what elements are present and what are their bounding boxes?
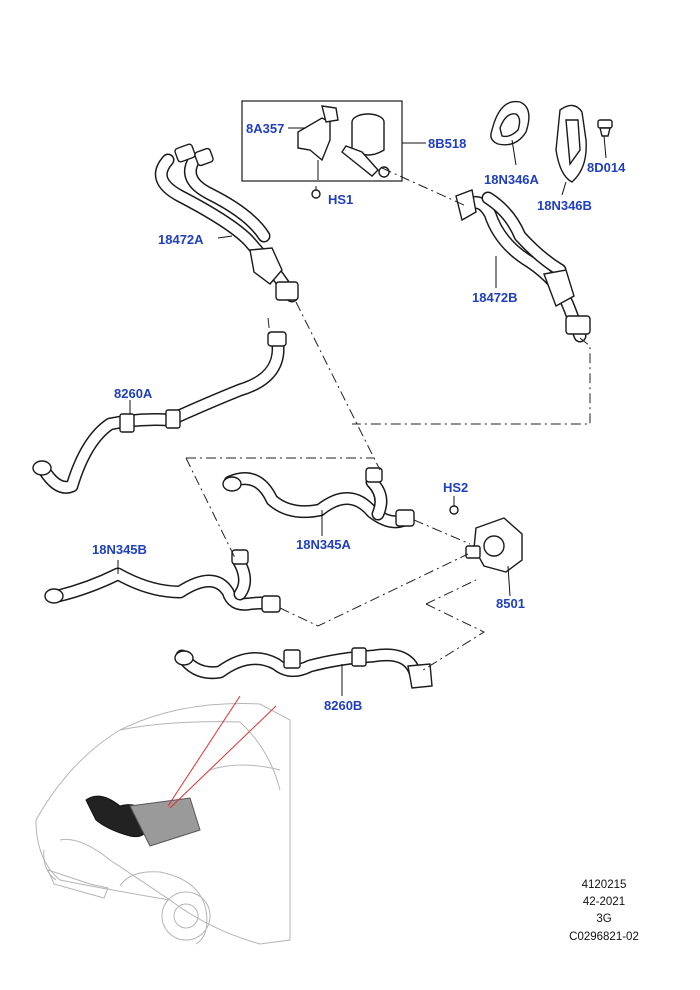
label-8D014: 8D014 xyxy=(587,160,626,175)
hose-8260A xyxy=(32,331,287,494)
pump-8B518 xyxy=(341,113,390,178)
label-8A357: 8A357 xyxy=(246,121,284,136)
hose-18N345B xyxy=(44,549,281,613)
label-8501: 8501 xyxy=(496,596,525,611)
label-18472B: 18472B xyxy=(472,290,518,305)
bracket-8A357 xyxy=(297,105,339,180)
hose-18472A xyxy=(154,143,299,303)
label-HS2: HS2 xyxy=(443,480,468,495)
reference-line-4: C0296821-02 xyxy=(569,931,639,943)
screw-HS1 xyxy=(311,186,321,199)
reference-line-2: 42-2021 xyxy=(583,896,625,908)
vehicle-locator xyxy=(35,695,291,945)
label-18N345B: 18N345B xyxy=(92,542,147,557)
label-8260B: 8260B xyxy=(324,698,362,713)
label-18472A: 18472A xyxy=(158,232,204,247)
label-18N346A: 18N346A xyxy=(484,172,540,187)
label-18N346B: 18N346B xyxy=(537,198,592,213)
clip-8D014 xyxy=(597,119,613,159)
bracket-18N346B xyxy=(555,104,587,196)
reference-line-1: 4120215 xyxy=(582,879,627,891)
label-8260A: 8260A xyxy=(114,386,153,401)
screw-HS2 xyxy=(449,496,459,515)
hose-18N345A xyxy=(222,467,415,536)
routing-lines xyxy=(185,167,591,673)
label-HS1: HS1 xyxy=(328,192,353,207)
label-18N345A: 18N345A xyxy=(296,537,352,552)
valve-8501 xyxy=(465,517,523,597)
hose-8260B xyxy=(174,647,433,696)
reference-line-3: 3G xyxy=(596,913,611,925)
hose-18472B xyxy=(455,189,591,343)
label-8B518: 8B518 xyxy=(428,136,466,151)
inset-box xyxy=(241,100,403,182)
grommet-18N346A xyxy=(490,100,530,166)
